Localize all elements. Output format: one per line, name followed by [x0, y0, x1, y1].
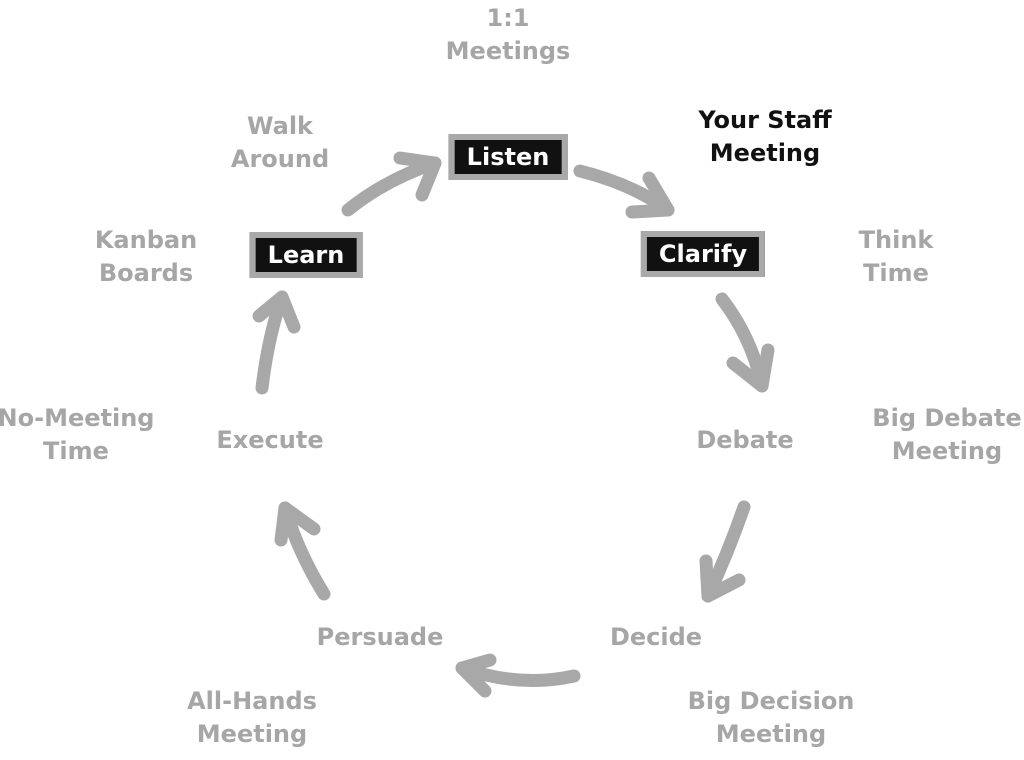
- arrow-learn-to-listen: [341, 151, 442, 217]
- practice-line: Meeting: [715, 720, 827, 748]
- practice-line: Big Debate: [872, 404, 1022, 432]
- practice-line: Around: [230, 145, 330, 173]
- step-decide: Decide: [609, 623, 703, 651]
- arrow-persuade-to-execute: [274, 501, 331, 601]
- practice-line: Meeting: [196, 720, 308, 748]
- practice-big-debate-meeting: Big Debate Meeting: [872, 402, 1021, 468]
- practice-your-staff-meeting: Your Staff Meeting: [698, 104, 831, 170]
- practice-line: Time: [863, 259, 929, 287]
- practice-kanban-boards: Kanban Boards: [95, 224, 197, 290]
- practice-think-time: Think Time: [859, 224, 934, 290]
- practice-one-on-one-meetings: 1:1 Meetings: [446, 2, 571, 68]
- practice-line: Walk: [247, 112, 313, 140]
- practice-line: Your Staff: [698, 106, 832, 134]
- arrow-clarify-to-debate: [715, 292, 775, 393]
- practice-walk-around: Walk Around: [231, 110, 329, 176]
- arrow-execute-to-learn: [252, 290, 301, 395]
- practice-line: No-Meeting: [0, 404, 155, 432]
- step-listen: Listen: [448, 134, 568, 180]
- practice-line: Meetings: [445, 37, 571, 65]
- practice-line: Time: [43, 437, 109, 465]
- practice-line: All-Hands: [187, 687, 317, 715]
- arrow-decide-to-persuade: [455, 653, 581, 698]
- step-persuade: Persuade: [316, 623, 444, 651]
- step-execute: Execute: [216, 426, 324, 454]
- practice-line: Kanban: [94, 226, 198, 254]
- practice-line: Meeting: [709, 139, 821, 167]
- practice-no-meeting-time: No-Meeting Time: [0, 402, 154, 468]
- practice-big-decision-meeting: Big Decision Meeting: [688, 685, 855, 751]
- practice-all-hands-meeting: All-Hands Meeting: [187, 685, 317, 751]
- step-learn: Learn: [249, 232, 363, 278]
- arrow-listen-to-clarify: [573, 164, 675, 219]
- step-debate: Debate: [696, 426, 794, 454]
- practice-line: Think: [858, 226, 934, 254]
- practice-line: Big Decision: [687, 687, 855, 715]
- step-clarify: Clarify: [640, 231, 766, 277]
- practice-line: Boards: [98, 259, 194, 287]
- practice-line: Meeting: [891, 437, 1003, 465]
- practice-line: 1:1: [486, 4, 530, 32]
- arrow-debate-to-decide: [699, 500, 751, 603]
